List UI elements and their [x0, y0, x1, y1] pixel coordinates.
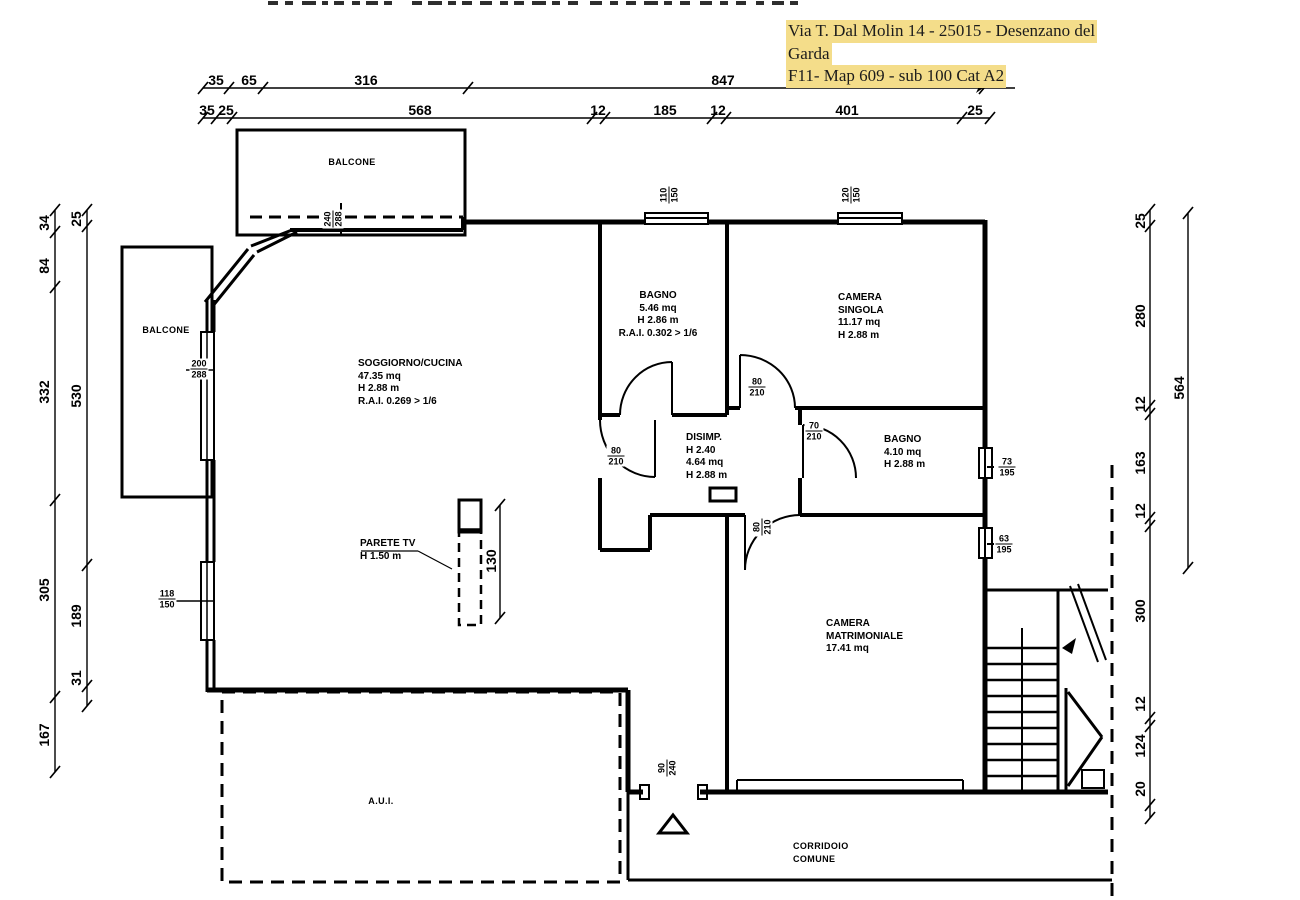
dimension-label: 25 [218, 102, 234, 118]
room-label-camera-matrimoniale: CAMERA MATRIMONIALE 17.41 mq [826, 618, 904, 654]
dimension-label: 65 [241, 72, 257, 88]
address-line-3: F11- Map 609 - sub 100 Cat A2 [786, 65, 1007, 88]
dimension-label: 25 [1132, 213, 1148, 229]
dimension-label: 124 [1132, 734, 1148, 758]
dimension-label: 316 [354, 72, 378, 88]
room-label-soggiorno: SOGGIORNO/CUCINA 47.35 mq H 2.88 m R.A.I… [358, 358, 463, 407]
room-label-parete-tv: PARETE TV H 1.50 m [360, 538, 416, 562]
dimension-label: 401 [835, 102, 859, 118]
address-line-2: Garda [786, 42, 832, 65]
dimension-label: 568 [408, 102, 432, 118]
dimension-label: 25 [967, 102, 983, 118]
staircase [985, 583, 1108, 790]
room-label-bagno-1: BAGNO 5.46 mq H 2.86 m R.A.I. 0.302 > 1/… [618, 290, 698, 339]
dimension-ticks [49, 81, 1194, 825]
dimension-label: 305 [36, 578, 52, 602]
dimension-lines [54, 87, 1189, 818]
address-line-1: Via T. Dal Molin 14 - 25015 - Desenzano … [786, 20, 1098, 43]
dimension-label: 530 [68, 384, 84, 408]
room-label-aui: A.U.I. [368, 796, 394, 806]
address-annotation: Via T. Dal Molin 14 - 25015 - Desenzano … [786, 20, 1098, 88]
dimension-label: 12 [1132, 503, 1148, 519]
dimension-label: 12 [1132, 696, 1148, 712]
aui-dashed-outline [220, 690, 622, 884]
dimension-label: 20 [1132, 781, 1148, 797]
room-label-disimpegno: DISIMP. H 2.40 4.64 mq H 2.88 m [686, 432, 728, 481]
dimension-label: 84 [36, 258, 52, 274]
balconies [120, 128, 467, 499]
dimension-label: 25 [68, 211, 84, 227]
entrance-triangle [655, 812, 691, 835]
dimension-label: 167 [36, 723, 52, 747]
dimension-label: 12 [1132, 396, 1148, 412]
dimension-label: 185 [653, 102, 677, 118]
dimension-label: 35 [199, 102, 215, 118]
dimension-label: 34 [36, 215, 52, 231]
dimension-label: 163 [1132, 451, 1148, 475]
room-label-camera-singola: CAMERA SINGOLA 11.17 mq H 2.88 m [838, 292, 884, 341]
dimension-label: 280 [1132, 304, 1148, 328]
windows [162, 212, 994, 800]
dimension-label: 31 [68, 670, 84, 686]
clipped-title-fragment [268, 1, 798, 5]
room-label-balcone-top: BALCONE [328, 157, 376, 167]
parete-tv-leader-line [361, 550, 453, 570]
room-label-corridoio-comune: CORRIDOIO COMUNE [793, 841, 849, 864]
dimension-label: 12 [590, 102, 606, 118]
stair-direction-arrow [1062, 638, 1076, 654]
dimension-label: 12 [710, 102, 726, 118]
dimension-label: 564 [1171, 376, 1187, 400]
dimension-label: 332 [36, 380, 52, 404]
dimension-label: 35 [208, 72, 224, 88]
walls-exterior [203, 217, 1112, 882]
dimension-label: 847 [711, 72, 735, 88]
dimension-label: 300 [1132, 599, 1148, 623]
walls-interior [598, 222, 985, 792]
dimension-label: 189 [68, 604, 84, 628]
dimension-label: 130 [483, 549, 499, 573]
parete-tv-shape [361, 498, 483, 627]
room-label-balcone-left: BALCONE [142, 325, 190, 335]
room-label-bagno-2: BAGNO 4.10 mq H 2.88 m [884, 434, 926, 470]
